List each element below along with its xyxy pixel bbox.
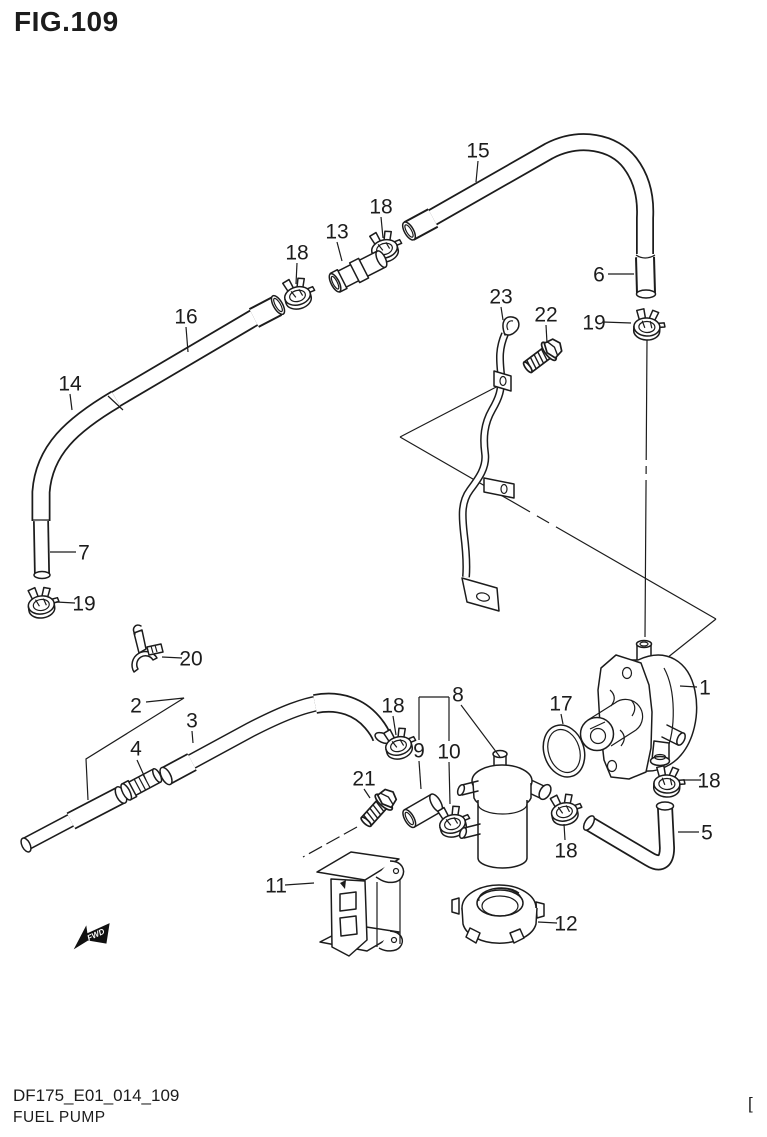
leader-line-18-25: [563, 823, 566, 841]
part-label-5-24: 5: [701, 822, 713, 845]
part-18-clamp: [279, 273, 320, 313]
part-label-14-9: 14: [58, 373, 82, 396]
part-20-clip: [131, 624, 164, 673]
leader-line-19-8: [602, 321, 632, 324]
figure-caption: FUEL PUMP: [13, 1109, 106, 1126]
leader-line-20-12: [161, 656, 183, 659]
part-16-fuel-hose: [111, 294, 286, 407]
part-17-o-ring: [542, 724, 586, 778]
leader-line-15-0: [475, 160, 479, 183]
part-14-fuel-hose: [31, 390, 124, 521]
part-label-6-5: 6: [593, 264, 605, 287]
part-label-12-27: 12: [554, 913, 577, 936]
part-label-16-4: 16: [174, 306, 197, 329]
part-label-18-3: 18: [285, 242, 308, 265]
part-label-20-12: 20: [179, 648, 202, 671]
leader-line-22-7: [545, 324, 548, 344]
leader-line-8-17: [460, 704, 501, 758]
part-label-1-21: 1: [699, 677, 711, 700]
part-7-hose-sleeve: [33, 519, 51, 580]
leader-line-12-27: [537, 921, 558, 924]
part-label-7-10: 7: [78, 542, 90, 565]
leader-line-18-3: [295, 262, 298, 285]
part-label-18-23: 18: [697, 770, 720, 793]
part-15-fuel-hose: [401, 133, 655, 254]
part-label-23-6: 23: [489, 286, 512, 309]
part-13-joint-pipe: [328, 250, 388, 293]
part-8-fuel-filter: [456, 749, 552, 869]
part-19-clamp: [25, 583, 62, 621]
fwd-arrow: FWD: [73, 923, 110, 950]
leader-line-14-9: [69, 393, 73, 411]
corner-mark: [: [748, 1094, 753, 1113]
part-3-fuel-hose: [159, 692, 392, 786]
leader-line-18-16: [392, 715, 397, 736]
part-label-19-8: 19: [582, 312, 605, 335]
part-label-8-17: 8: [452, 684, 464, 707]
part-label-21-22: 21: [352, 768, 375, 791]
part-label-15-0: 15: [466, 140, 489, 163]
leader-line-1-21: [679, 685, 698, 688]
part-label-18-16: 18: [381, 695, 404, 718]
part-11-bracket: [316, 851, 405, 957]
part-22-bolt: [518, 333, 568, 379]
part-4-joint: [120, 767, 163, 801]
assembly-reference-lines: [302, 339, 717, 858]
part-19-clamp: [632, 307, 667, 342]
part-18-clamp: [652, 764, 687, 799]
leader-line-4-15: [136, 759, 147, 781]
part-label-22-7: 22: [534, 304, 557, 327]
figure-code: DF175_E01_014_109: [13, 1086, 180, 1105]
leader-line-3-14: [191, 730, 194, 744]
part-label-3-14: 3: [186, 710, 198, 733]
leader-line-10-19: [448, 761, 451, 805]
part-2-fuel-hose-assy: [20, 785, 128, 853]
part-23-bracket-pipe: [458, 316, 520, 612]
leader-line-9-18: [418, 760, 422, 790]
part-label-19-11: 19: [72, 593, 95, 616]
part-label-2-13: 2: [130, 695, 142, 718]
part-21-bolt: [355, 783, 402, 832]
part-1-fuel-pump: [579, 639, 698, 780]
part-label-4-15: 4: [130, 738, 142, 761]
leader-line-19-11: [55, 601, 76, 604]
leader-line-11-26: [284, 882, 315, 886]
leader-line-2-13: [85, 697, 185, 801]
leader-line-17-20: [560, 713, 564, 725]
leader-line-23-6: [500, 306, 504, 321]
part-6-hose-sleeve: [635, 254, 657, 299]
part-label-17-20: 17: [549, 693, 572, 716]
part-label-10-19: 10: [437, 741, 460, 764]
part-label-11-26: 11: [265, 875, 287, 898]
figure-title: FIG.109: [14, 6, 119, 37]
part-5-fuel-hose: [582, 801, 675, 871]
part-label-9-18: 9: [413, 740, 425, 763]
part-12-ring-nut: [451, 884, 545, 944]
part-18-clamp: [547, 789, 586, 829]
leader-line-21-22: [363, 788, 371, 799]
leader-line-16-4: [185, 326, 189, 353]
part-label-18-1: 18: [369, 196, 392, 219]
leader-line-18-1: [380, 216, 384, 239]
leader-line-13-2: [336, 241, 343, 262]
part-label-13-2: 13: [325, 221, 348, 244]
part-label-18-25: 18: [554, 840, 577, 863]
